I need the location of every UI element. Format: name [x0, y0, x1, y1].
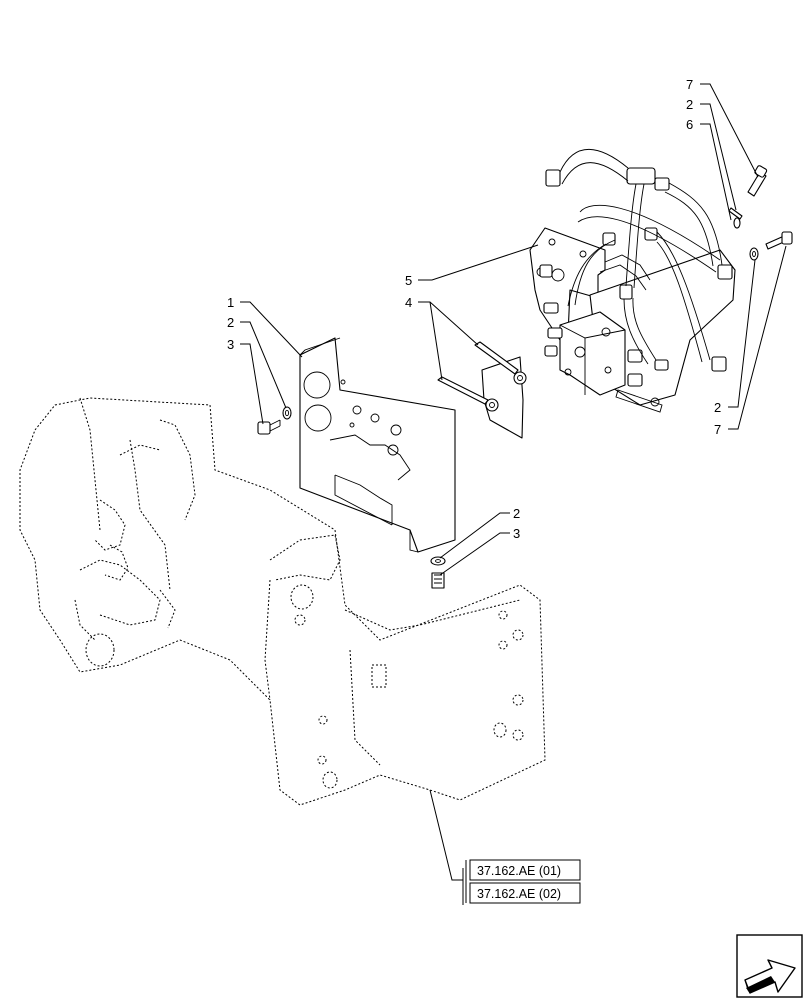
leader-lines [240, 83, 787, 905]
callout-left-3: 3 [227, 337, 234, 352]
bolt-right [765, 231, 793, 250]
reference-box-1[interactable]: 37.162.AE (01) [469, 859, 581, 881]
callout-left-2: 2 [227, 315, 234, 330]
washer-left [282, 406, 292, 420]
bolt-top-right [747, 165, 768, 197]
front-frame-phantom [19, 397, 546, 806]
callout-4: 4 [405, 295, 412, 310]
callout-labels: 7 2 6 5 4 1 2 3 2 7 2 3 [227, 77, 721, 541]
callout-right-7: 7 [714, 422, 721, 437]
callout-top-6: 6 [686, 117, 693, 132]
callout-top-7: 7 [686, 77, 693, 92]
callout-mid-2: 2 [513, 506, 520, 521]
pin-top-right [728, 207, 743, 229]
reference-label-1[interactable]: 37.162.AE (01) [477, 864, 561, 878]
bolt-left [257, 419, 281, 435]
valve-block-assembly [529, 148, 736, 413]
callout-mid-3: 3 [513, 526, 520, 541]
arrow-icon[interactable] [736, 934, 803, 998]
washer-middle [430, 556, 446, 566]
reference-label-2[interactable]: 37.162.AE (02) [477, 887, 561, 901]
bolt-middle [431, 572, 445, 589]
callout-right-2: 2 [714, 400, 721, 415]
callout-5: 5 [405, 273, 412, 288]
callout-top-2: 2 [686, 97, 693, 112]
lever-assembly [437, 341, 527, 439]
callout-1: 1 [227, 295, 234, 310]
washer-right [749, 247, 759, 261]
bracket-plate [299, 337, 456, 553]
reference-box-2[interactable]: 37.162.AE (02) [469, 882, 581, 904]
